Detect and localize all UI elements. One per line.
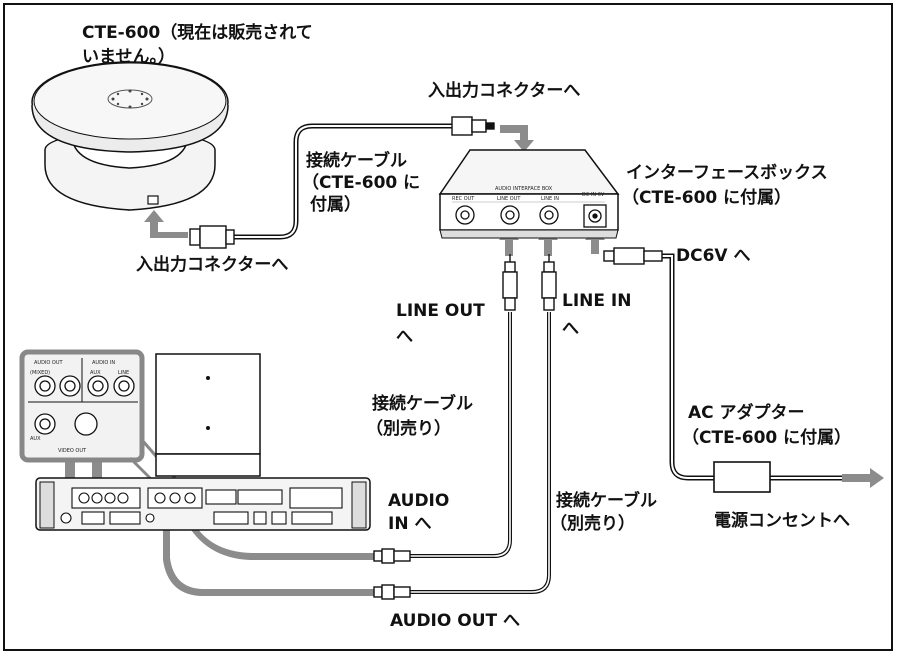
connector-bottom-label: 入出力コネクターへ: [136, 255, 289, 275]
panel-line-label: LINE: [118, 370, 129, 376]
diagram-frame: [3, 3, 893, 651]
rec-out-label: REC OUT: [452, 196, 475, 202]
outlet-label: 電源コンセントへ: [714, 511, 850, 531]
dc6v-label: DC6V へ: [676, 246, 751, 266]
box-name-label: AUDIO INTERFACE BOX: [495, 186, 553, 192]
audio-in-label-line1: AUDIO: [388, 491, 450, 511]
cables: [232, 123, 842, 594]
connector-top-label: 入出力コネクターへ: [428, 81, 581, 101]
cable-separate2-line2: （別売り）: [550, 514, 635, 534]
line-out-label-line2: へ: [396, 327, 413, 347]
cable-separate1-line2: （別売り）: [366, 419, 451, 439]
cable-separate2-line1: 接続ケーブル: [556, 491, 657, 511]
panel-aux2-label: AUX: [30, 436, 41, 442]
cable-separate1-line1: 接続ケーブル: [372, 394, 473, 414]
panel-inset: AUDIO OUT AUDIO IN (MIXED) AUX LINE AUX …: [19, 349, 177, 480]
line-in-label: LINE IN: [541, 196, 559, 202]
panel-aux-label: AUX: [90, 370, 101, 376]
interface-box-line2: （CTE-600 に付属）: [622, 188, 792, 208]
codec-unit: [35, 353, 371, 531]
cte600-title-line2: いません。）: [82, 47, 175, 67]
panel-video-out-label: VIDEO OUT: [58, 448, 87, 454]
cable-cte-line3: 付属）: [310, 195, 361, 215]
interface-box-line1: インターフェースボックス: [626, 163, 828, 183]
line-out-label: LINE OUT: [497, 196, 521, 202]
audio-in-label-line2: IN へ: [388, 514, 432, 534]
panel-audio-in-label: AUDIO IN: [92, 360, 115, 366]
panel-mixed-label: (MIXED): [30, 370, 50, 376]
dc-in-label: DC IN 6V: [582, 192, 605, 198]
cable-cte-line2: （CTE-600 に: [302, 173, 421, 193]
ac-adapter-line2: （CTE-600 に付属）: [682, 428, 852, 448]
line-out-label-line1: LINE OUT: [396, 301, 485, 321]
cte600-title-line1: CTE-600（現在は販売されて: [82, 23, 313, 43]
interface-box: AUDIO INTERFACE BOX REC OUT LINE OUT LIN…: [438, 149, 620, 239]
line-in-label-line2: へ: [562, 319, 579, 339]
panel-audio-out-label: AUDIO OUT: [34, 360, 64, 366]
line-in-label-line1: LINE IN: [562, 291, 632, 311]
plugs: [189, 116, 771, 600]
audio-out-label: AUDIO OUT へ: [390, 611, 521, 631]
cable-cte-line1: 接続ケーブル: [306, 151, 407, 171]
ac-adapter-line1: AC アダプター: [688, 403, 805, 423]
cte600-device: [31, 61, 229, 211]
